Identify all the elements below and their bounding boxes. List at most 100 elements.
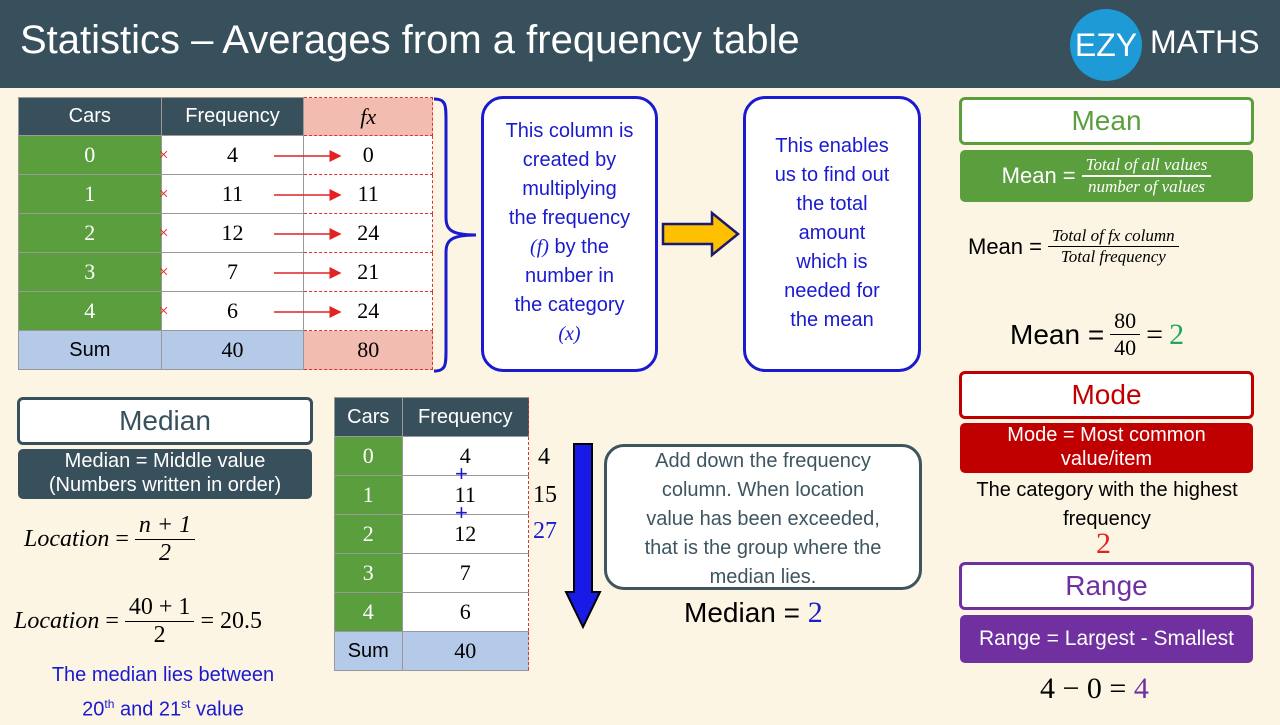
location-equals: = [105,608,119,634]
median-def-line: (Numbers written in order) [48,474,282,496]
sum-fx: 80 [303,330,433,370]
note-line: created by [522,149,617,171]
note-line: number in [525,265,614,287]
note-line: needed for [784,280,880,302]
f-symbol: (f) [530,236,549,258]
cumulative-value: 15 [533,482,557,508]
mean-result: Mean = 80 40 = 2 [1010,308,1184,361]
cumulative-value: 27 [533,518,557,544]
mean-f2-fraction: Total of fx column Total frequency [1048,226,1179,267]
cell-cat: 0 [84,142,96,167]
mean-def-fraction: Total of all values number of values [1081,155,1212,197]
range-def-text: Range = Largest - Smallest [978,627,1235,650]
col-header-cars: Cars [334,397,403,437]
note-line: (f) by the [484,233,655,262]
median-lies-line: The median lies between [51,664,275,686]
mode-description: The category with the highest frequency [952,476,1262,534]
cell-fx: 21 [303,252,433,292]
note-line: multiplying [522,178,617,200]
sum-frequency: 40 [401,631,530,671]
col-header-frequency: Frequency [160,97,305,136]
mean-value: 2 [1169,317,1185,351]
median-lies-text: The median lies between 20th and 21st va… [20,661,306,725]
mean-f2-numerator: Total of fx column [1048,226,1179,247]
cell-freq: 7 [401,553,530,593]
table-row: 3× 7 21 [18,252,433,292]
note-line: column. When location [661,479,865,501]
note-line: us to find out [774,164,890,186]
location-calc-denominator: 2 [153,622,166,648]
page-title: Statistics – Averages from a frequency t… [20,18,800,62]
note-line: that is the group where the [644,537,882,559]
total-explanation-box: This enables us to find out the total am… [743,96,921,372]
x-symbol: (x) [558,323,581,345]
mode-def-line: Mode = Most common [1007,424,1206,446]
mode-desc-line: frequency [1063,508,1151,530]
mean-formula-fx: Mean = Total of fx column Total frequenc… [968,226,1179,267]
cell-freq: 6 [160,291,305,331]
mean-f3-prefix: Mean = [1010,318,1105,350]
table-row: 3 7 [334,553,530,593]
sum-frequency: 40 [160,330,305,370]
mean-heading: Mean [959,97,1254,145]
ordinal-suffix: th [104,697,115,711]
cell-cat: 3 [334,553,403,593]
multiply-icon: × [158,183,169,204]
mode-definition: Mode = Most common value/item [960,423,1253,473]
logo-text: MATHS [1150,24,1260,60]
mean-f3-fraction: 80 40 [1110,308,1141,361]
multiply-icon: × [158,144,169,165]
plus-icon: + [455,500,468,525]
sum-label: Sum [18,330,162,370]
fx-explanation-box: This column is created by multiplying th… [481,96,658,372]
note-text: by the [548,236,609,258]
frequency-table-median: Cars Frequency 0 4 1 11 2 12 3 7 4 6 Sum… [334,397,530,671]
plus-icon: + [455,461,468,486]
multiply-icon: × [158,300,169,321]
ordinal-21: and 21 [114,698,182,721]
col-header-cars: Cars [18,97,162,136]
cell-cat: 2 [334,514,403,554]
cell-fx: 24 [303,213,433,253]
range-heading: Range [959,562,1254,610]
col-header-fx: fx [303,97,433,136]
cell-freq: 12 [160,213,305,253]
cell-fx: 0 [303,135,433,175]
table-row: 0 4 [334,436,530,476]
mode-heading-text: Mode [1071,379,1142,410]
mean-def-numerator: Total of all values [1081,155,1212,177]
mean-f2-prefix: Mean = [968,233,1042,259]
mean-def-prefix: Mean = [1001,163,1076,188]
mean-f3-equals: = [1146,317,1164,351]
median-heading: Median [17,397,313,445]
cell-freq: 4 [401,436,530,476]
note-line: median lies. [709,566,817,588]
location-calc-fraction: 40 + 1 2 [124,594,195,649]
table-header-row: Cars Frequency [334,397,530,437]
note-line: which is [796,251,868,273]
lies-value-word: value [190,698,244,721]
median-result: Median = 2 [684,596,823,630]
location-label: Location [24,526,110,552]
sum-label: Sum [334,631,403,671]
cell-freq: 7 [160,252,305,292]
location-calc: Location = 40 + 1 2 = 20.5 [14,594,262,649]
range-value: 4 [1133,672,1149,705]
mean-definition: Mean = Total of all values number of val… [960,150,1253,202]
note-line: the mean [790,309,874,331]
range-heading-text: Range [1065,570,1148,601]
cell-fx: 24 [303,291,433,331]
cumulative-value: 4 [538,444,550,470]
logo: EZY [1070,9,1142,81]
location-denominator: 2 [158,540,171,566]
median-lies-line: 20th and 21st value [20,690,306,725]
right-arrow-icon [661,210,740,258]
mean-f3-denominator: 40 [1114,335,1137,360]
cell-cat: 1 [334,475,403,515]
location-value: = 20.5 [200,608,262,634]
cell-cat: 4 [84,298,96,323]
location-fraction: n + 1 2 [134,512,196,567]
table-header-row: Cars Frequency fx [18,97,433,136]
title-bar [0,0,1280,88]
cell-cat: 4 [334,592,403,632]
